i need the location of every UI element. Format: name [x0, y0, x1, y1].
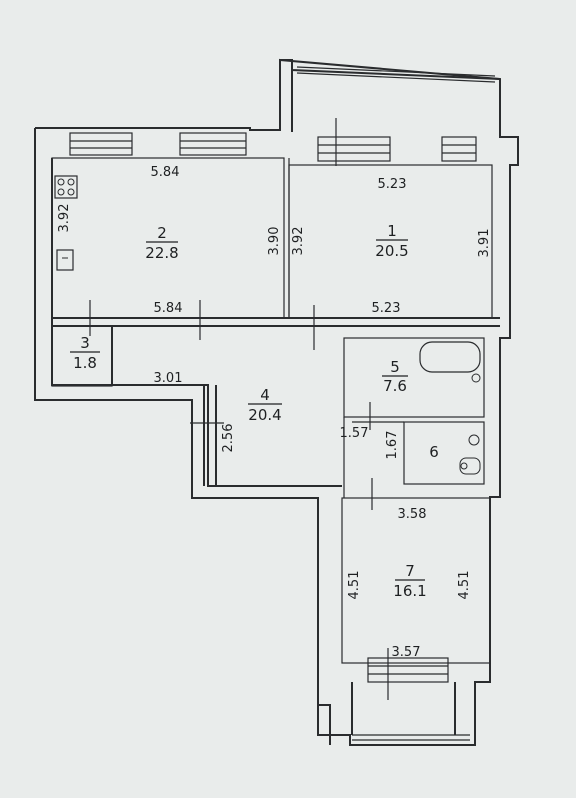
windows [69, 118, 477, 700]
dim-room5-bottom: 1.57 [340, 426, 369, 441]
room-7-number: 7 [405, 562, 415, 580]
room-5-number: 5 [390, 358, 400, 376]
dim-room7-bottom: 3.57 [392, 645, 421, 660]
room-3-number: 3 [80, 334, 90, 352]
stove-icon [54, 175, 78, 199]
dim-room2-right: 3.90 [267, 227, 282, 256]
room-6-number: 6 [429, 443, 439, 461]
balcony-top [280, 59, 501, 132]
dim-room1-bottom: 5.23 [372, 301, 401, 316]
dim-room7-left: 4.51 [347, 571, 362, 600]
dim-room7-right: 4.51 [457, 571, 472, 600]
dim-room4-top: 3.01 [154, 371, 183, 386]
room-2-number: 2 [157, 224, 167, 242]
room-7-area: 16.1 [393, 582, 426, 600]
dim-room2-bottom: 5.84 [154, 301, 183, 316]
interior-walls [51, 157, 500, 664]
bathtub-icon [419, 341, 481, 383]
room-2-area: 22.8 [145, 244, 178, 262]
dim-room1-top: 5.23 [378, 177, 407, 192]
toilet-icon [459, 434, 481, 475]
room-4-number: 4 [260, 386, 270, 404]
room-4-area: 20.4 [248, 406, 281, 424]
dim-room6-left: 1.67 [385, 431, 400, 460]
dim-room2-left: 3.92 [57, 204, 72, 233]
dim-room7-top: 3.58 [398, 507, 427, 522]
room-5-area: 7.6 [383, 377, 407, 395]
balcony-bottom [318, 682, 470, 745]
dim-room1-right: 3.91 [477, 229, 492, 258]
kitchen-sink-icon [56, 249, 74, 271]
dim-room4-left: 2.56 [221, 424, 236, 453]
room-3-area: 1.8 [73, 354, 97, 372]
dim-room2-top: 5.84 [151, 165, 180, 180]
dim-room1-left: 3.92 [291, 227, 306, 256]
room-1-number: 1 [387, 222, 397, 240]
room-1-area: 20.5 [375, 242, 408, 260]
